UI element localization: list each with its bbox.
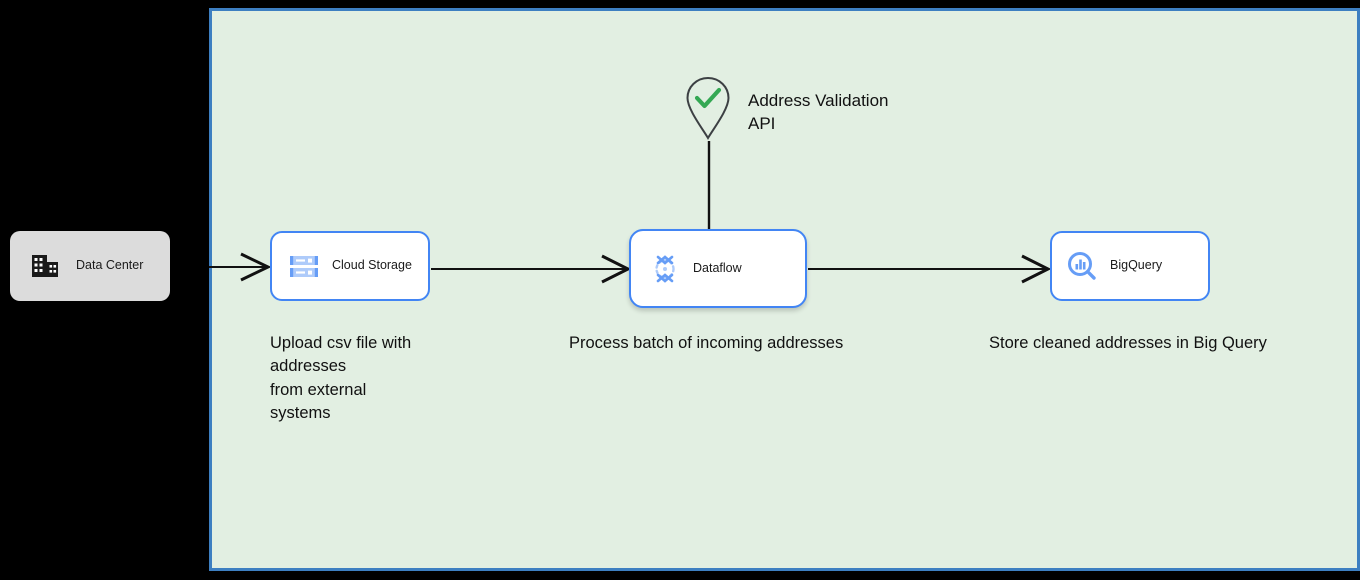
node-bigquery[interactable]: BigQuery bbox=[1050, 231, 1210, 301]
bigquery-icon bbox=[1068, 252, 1096, 280]
dataflow-icon bbox=[655, 254, 675, 283]
node-label: Dataflow bbox=[693, 260, 742, 275]
caption-bigquery: Store cleaned addresses in Big Query bbox=[989, 334, 1267, 352]
map-pin-check-icon bbox=[686, 76, 730, 140]
node-label: BigQuery bbox=[1110, 258, 1163, 273]
caption-dataflow: Process batch of incoming addresses bbox=[569, 334, 844, 352]
node-label: Cloud Storage bbox=[332, 258, 412, 273]
caption-cloud-storage: Upload csv file with addresses from exte… bbox=[270, 334, 412, 423]
node-cloud-storage[interactable]: Cloud Storage bbox=[270, 231, 430, 301]
cloud-storage-icon bbox=[290, 256, 318, 277]
node-label: Data Center bbox=[76, 258, 144, 273]
building-icon bbox=[32, 255, 58, 277]
address-validation-api-label: Address Validation API bbox=[748, 91, 889, 134]
node-data-center[interactable]: Data Center bbox=[10, 231, 170, 301]
node-dataflow[interactable]: Dataflow bbox=[629, 229, 807, 308]
